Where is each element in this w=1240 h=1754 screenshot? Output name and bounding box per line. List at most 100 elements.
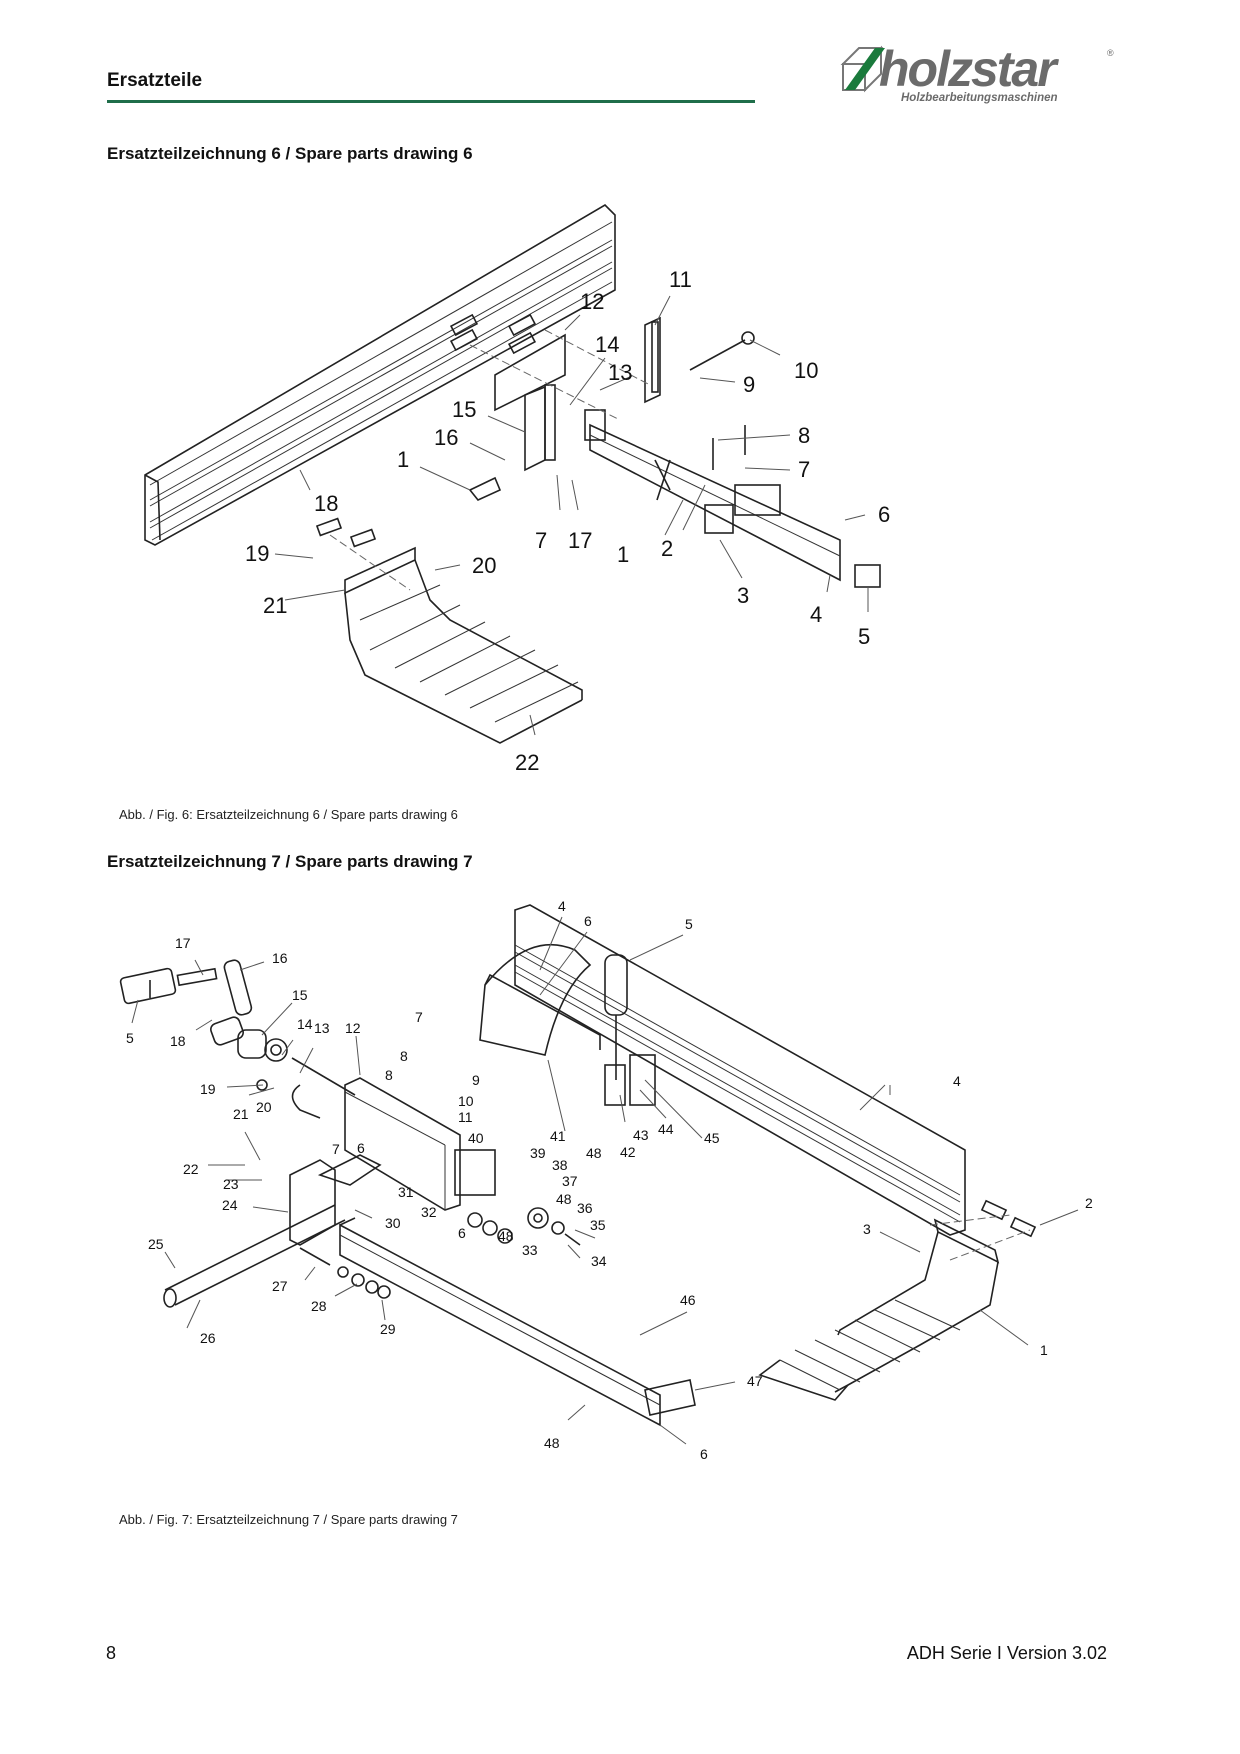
callout: 6 <box>700 1446 708 1462</box>
document-version: ADH Serie I Version 3.02 <box>906 1643 1107 1663</box>
callout: 3 <box>737 583 749 608</box>
extension-table-7 <box>758 1218 1000 1401</box>
callout: 8 <box>798 423 810 448</box>
logo-brand: holzstar <box>879 41 1057 97</box>
logo-registered-mark: ® <box>1107 48 1114 58</box>
callout: 16 <box>272 950 288 966</box>
callout: 48 <box>498 1228 514 1244</box>
callout: 11 <box>458 1109 473 1125</box>
callout: 32 <box>421 1204 437 1220</box>
callout: 9 <box>743 372 755 397</box>
callout: 41 <box>550 1128 566 1144</box>
callout: 27 <box>272 1278 288 1294</box>
callout: 19 <box>245 541 269 566</box>
drawing-7-callouts: 4 6 5 17 16 15 5 18 14 13 12 7 8 8 9 19 … <box>126 898 1093 1462</box>
callout: 17 <box>175 935 191 951</box>
callout: 36 <box>577 1200 593 1216</box>
callout: 1 <box>617 542 629 567</box>
callout: 11 <box>669 267 692 292</box>
callout: 42 <box>620 1144 636 1160</box>
callout: 44 <box>658 1121 674 1137</box>
callout: 25 <box>148 1236 164 1252</box>
callout: 23 <box>223 1176 239 1192</box>
callout: 24 <box>222 1197 238 1213</box>
callout: 7 <box>332 1141 340 1157</box>
logo-tagline: Holzbearbeitungsmaschinen <box>901 92 1058 104</box>
callout: 46 <box>680 1292 696 1308</box>
spare-parts-drawing-6: 11 12 14 13 10 9 15 16 8 1 7 18 6 7 17 1… <box>144 203 890 775</box>
callout: 33 <box>522 1242 538 1258</box>
drawing-6-caption: Abb. / Fig. 6: Ersatzteilzeichnung 6 / S… <box>119 807 458 822</box>
holzstar-logo: holzstar ® Holzbearbeitungsmaschinen <box>835 41 1115 114</box>
callout: 6 <box>357 1140 365 1156</box>
page-number: 8 <box>106 1643 117 1663</box>
callout: 40 <box>468 1130 484 1146</box>
callout: 10 <box>794 358 818 383</box>
callout: 20 <box>472 553 496 578</box>
callout: 48 <box>556 1191 572 1207</box>
callout: 38 <box>552 1157 568 1173</box>
callout: 48 <box>544 1435 560 1451</box>
callout: 18 <box>314 491 338 516</box>
drawing-6-heading: Ersatzteilzeichnung 6 / Spare parts draw… <box>107 144 473 163</box>
callout: 22 <box>183 1161 199 1177</box>
callout: 4 <box>558 898 566 914</box>
callout: 5 <box>858 624 870 649</box>
leader-lines <box>274 295 869 736</box>
callout: 14 <box>297 1016 313 1032</box>
callout: 12 <box>345 1020 361 1036</box>
callout: 7 <box>415 1009 423 1025</box>
callout: 4 <box>953 1073 961 1089</box>
callout: 4 <box>810 602 822 627</box>
callout: 39 <box>530 1145 546 1161</box>
callout: 13 <box>314 1020 330 1036</box>
callout: 30 <box>385 1215 401 1231</box>
callout: 8 <box>400 1048 408 1064</box>
drawing-6-callouts: 11 12 14 13 10 9 15 16 8 1 7 18 6 7 17 1… <box>245 267 890 775</box>
callout: 14 <box>595 332 619 357</box>
callout: 31 <box>398 1184 414 1200</box>
callout: 21 <box>233 1106 249 1122</box>
callout: 1 <box>397 447 409 472</box>
callout: 20 <box>256 1099 272 1115</box>
callout: 17 <box>568 528 592 553</box>
callout: 12 <box>580 289 604 314</box>
callout: 5 <box>126 1030 134 1046</box>
callout: 7 <box>535 528 547 553</box>
callout: 2 <box>1085 1195 1093 1211</box>
callout: 18 <box>170 1033 186 1049</box>
callout: 8 <box>385 1067 393 1083</box>
callout: 35 <box>590 1217 606 1233</box>
fence-profile <box>144 203 616 546</box>
callout: 22 <box>515 750 539 775</box>
drawing-7-heading: Ersatzteilzeichnung 7 / Spare parts draw… <box>107 852 473 871</box>
callout: 43 <box>633 1127 649 1143</box>
callout: 47 <box>747 1373 763 1389</box>
section-title: Ersatzteile <box>107 70 203 91</box>
callout: 6 <box>878 502 890 527</box>
callout: 29 <box>380 1321 396 1337</box>
header-divider <box>107 100 755 103</box>
callout: 19 <box>200 1081 216 1097</box>
callout: 6 <box>584 913 592 929</box>
extension-table <box>344 546 583 744</box>
logo-mark-icon <box>840 45 885 93</box>
callout: 5 <box>685 916 693 932</box>
callout: 26 <box>200 1330 216 1346</box>
callout: 10 <box>458 1093 474 1109</box>
callout: 6 <box>458 1225 466 1241</box>
fence-profile-7 <box>514 904 966 1236</box>
callout: 13 <box>608 360 632 385</box>
callout: 34 <box>591 1253 607 1269</box>
callout: 15 <box>292 987 308 1003</box>
callout: 45 <box>704 1130 720 1146</box>
callout: 3 <box>863 1221 871 1237</box>
callout: 9 <box>472 1072 480 1088</box>
leader-lines-7 <box>131 916 1079 1445</box>
callout: 48 <box>586 1145 602 1161</box>
callout: 28 <box>311 1298 327 1314</box>
callout: 16 <box>434 425 458 450</box>
callout: 15 <box>452 397 476 422</box>
callout: 1 <box>1040 1342 1048 1358</box>
